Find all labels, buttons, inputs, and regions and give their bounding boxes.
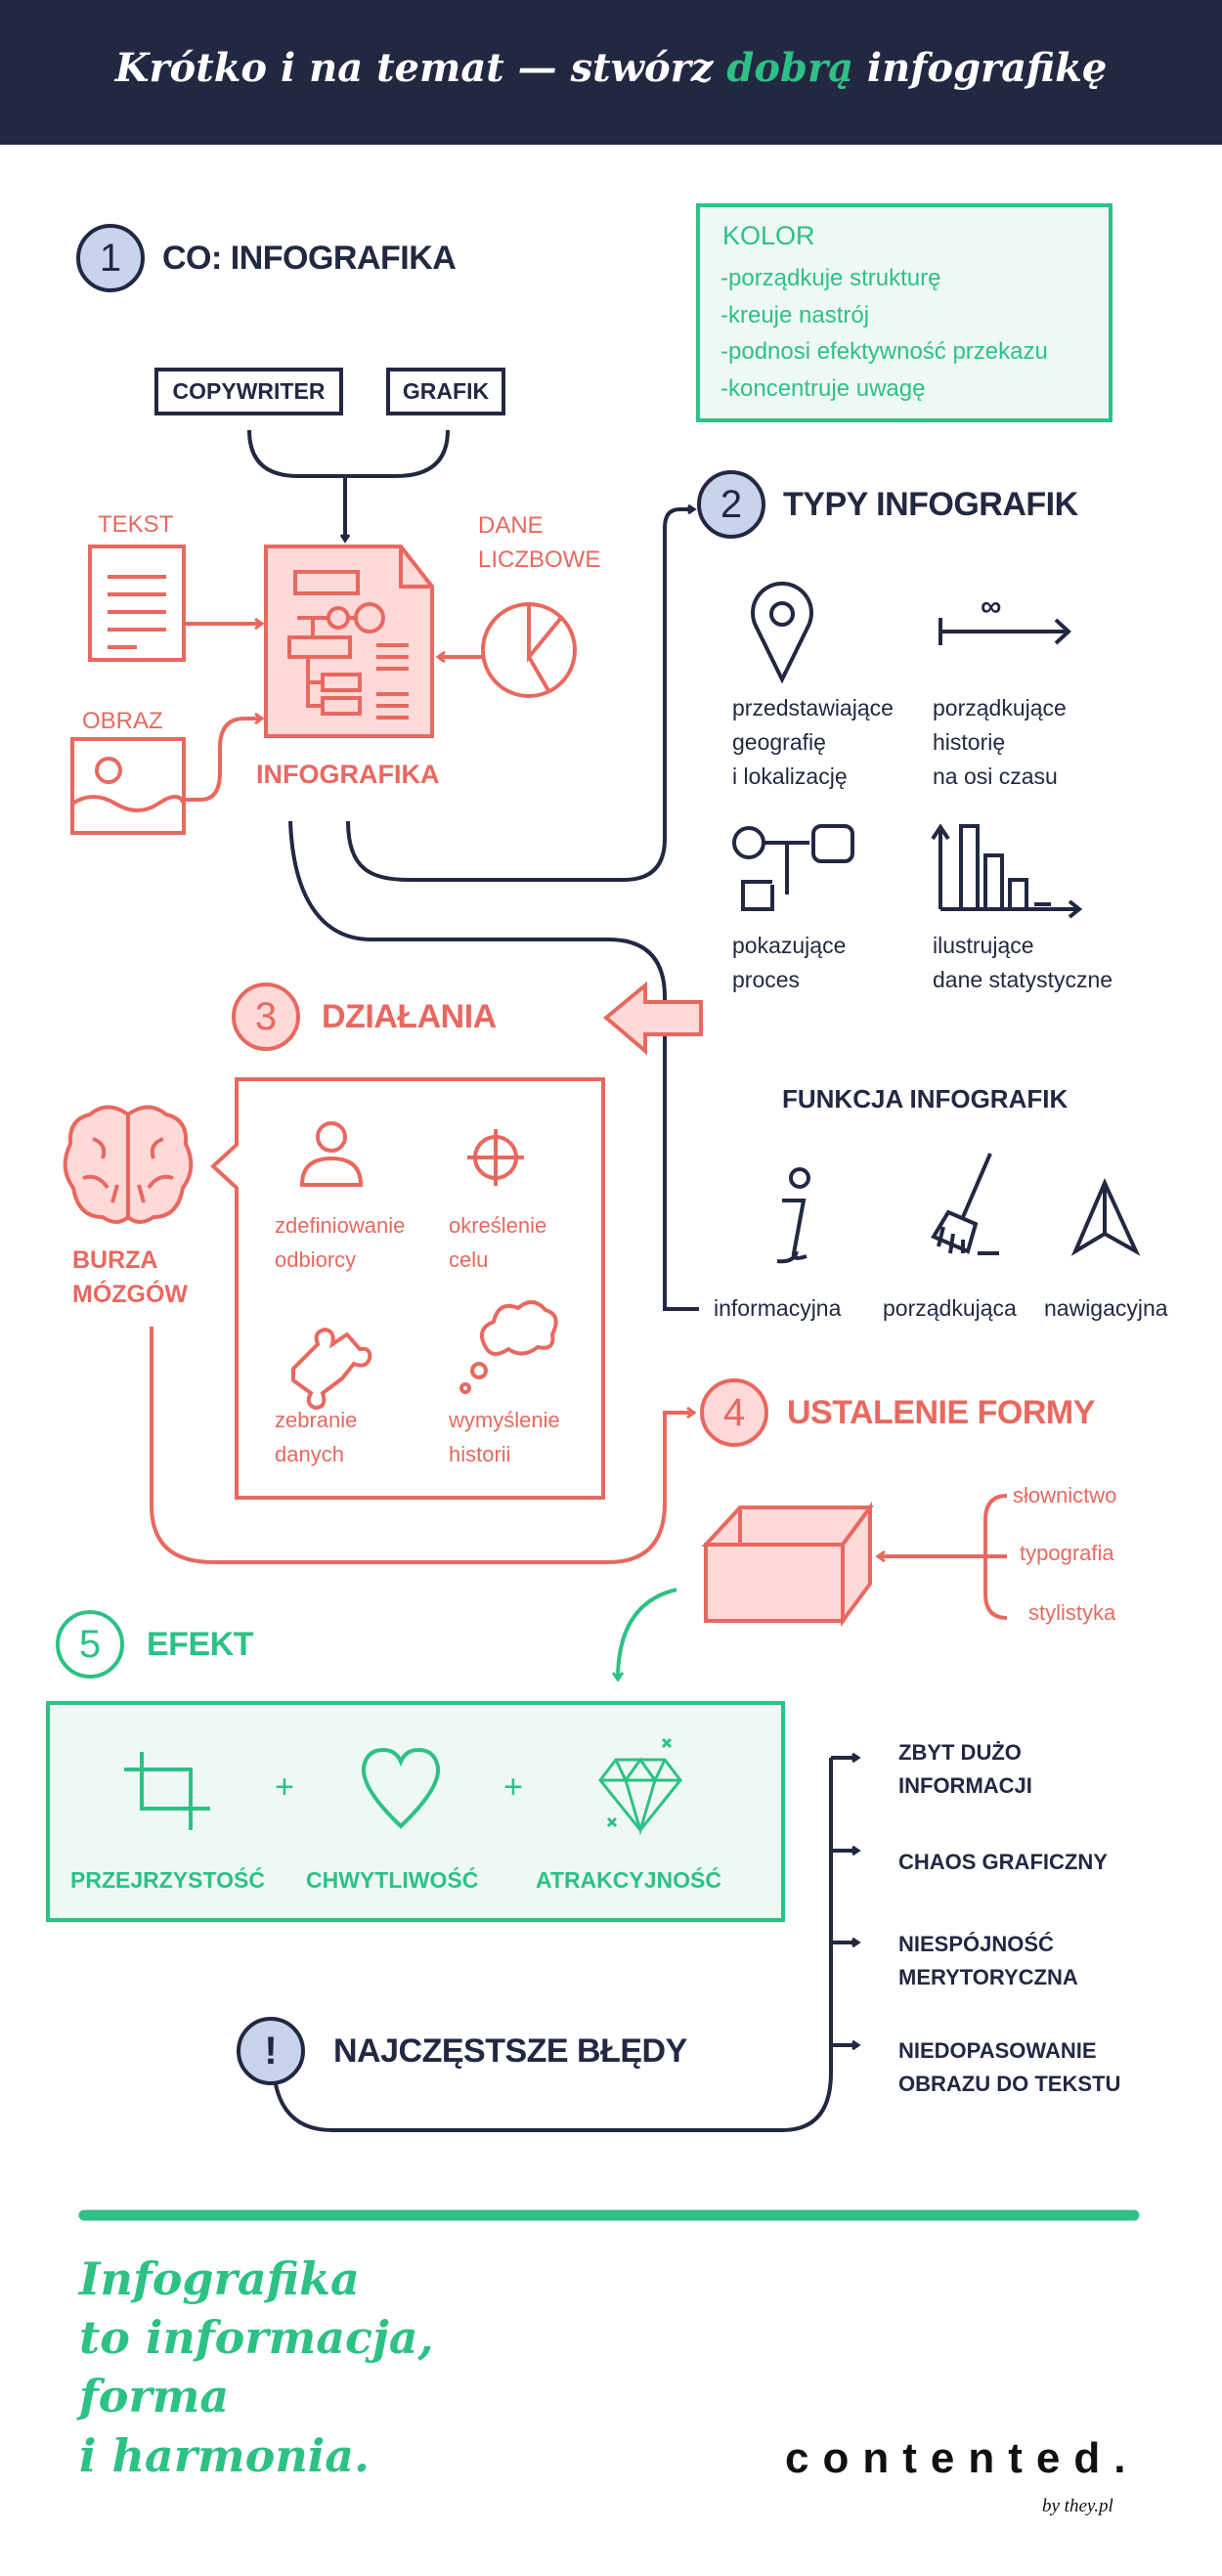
tagline-line: Infografika	[79, 2252, 360, 2305]
text-document-icon	[88, 545, 186, 662]
kolor-box	[696, 203, 1113, 422]
brain-icon	[63, 1105, 194, 1224]
header-bar	[0, 0, 1222, 145]
target-icon	[467, 1129, 524, 1186]
box-icon	[701, 1501, 874, 1628]
title-highlight: dobrą	[726, 45, 853, 91]
function-ordering: porządkująca	[883, 1295, 1017, 1321]
diamond-icon	[598, 1737, 682, 1836]
step-1-number: 1	[99, 237, 122, 280]
section-1-title: CO: INFOGRAFIKA	[162, 240, 457, 277]
step-4-number: 4	[722, 1391, 746, 1434]
action-define-audience: zdefiniowanie odbiorcy	[275, 1213, 406, 1272]
kolor-title: KOLOR	[722, 221, 815, 250]
effect-clarity: PRZEJRZYSTOŚĆ	[70, 1867, 265, 1893]
effect-attractiveness: ATRAKCYJNOŚĆ	[536, 1867, 721, 1893]
type-geography: przedstawiające geografię i lokalizację	[732, 695, 894, 789]
brainstorm-label: BURZA MÓZGÓW	[72, 1246, 189, 1308]
image-arrow	[184, 719, 262, 802]
brand-byline: by they.pl	[1042, 2496, 1113, 2516]
error-image-text-mismatch: NIEDOPASOWANIE OBRAZU DO TEKSTU	[898, 2038, 1121, 2096]
plus-sign: +	[503, 1768, 523, 1806]
obraz-label: OBRAZ	[82, 708, 163, 734]
dane-liczbowe-label: DANE LICZBOWE	[478, 512, 601, 573]
step-3-circle	[232, 982, 300, 1051]
step-1-circle	[76, 224, 145, 292]
puzzle-icon	[291, 1327, 372, 1411]
green-curved-arrow	[618, 1588, 677, 1680]
error-too-much-info: ZBYT DUŻO INFORMACJI	[898, 1740, 1032, 1798]
type-statistics: ilustrujące dane statystyczne	[933, 933, 1113, 992]
roles-bracket	[247, 429, 450, 541]
title-part-1: Krótko i na temat — stwórz	[114, 45, 727, 91]
kolor-item: -kreuje nastrój	[720, 302, 870, 328]
errors-flow-line	[274, 1758, 833, 2132]
page-title: Krótko i na temat — stwórz dobrą infogra…	[0, 49, 1222, 88]
person-icon	[299, 1121, 364, 1187]
timeline-infinity-symbol: ∞	[981, 590, 1002, 623]
copywriter-box: COPYWRITER	[154, 368, 343, 415]
action-create-story: wymyślenie historii	[449, 1408, 560, 1466]
step-4-circle	[700, 1378, 768, 1447]
title-part-2: infografikę	[853, 45, 1108, 91]
process-icon	[732, 824, 854, 911]
plus-sign: +	[275, 1768, 294, 1806]
type-process: pokazujące proces	[732, 933, 847, 992]
function-navigational: nawigacyjna	[1044, 1295, 1168, 1321]
kolor-item: -podnosi efektywność przekazu	[720, 338, 1048, 365]
pie-chart-icon	[481, 602, 577, 698]
heart-icon	[361, 1747, 441, 1829]
section-3-title: DZIAŁANIA	[322, 998, 497, 1035]
image-icon	[70, 737, 186, 835]
tekst-label: TEKST	[98, 511, 174, 538]
tagline-line: to informacja,	[79, 2311, 434, 2364]
action-collect-data: zebranie danych	[275, 1408, 358, 1466]
step-3-number: 3	[254, 995, 278, 1038]
info-icon	[776, 1167, 810, 1264]
action-define-goal: określenie celu	[449, 1213, 547, 1272]
bar-chart-icon	[931, 823, 1083, 919]
section-3-arrow	[602, 981, 703, 1056]
function-informational: informacyjna	[714, 1295, 842, 1321]
form-item-vocabulary: słownictwo	[1013, 1483, 1117, 1507]
form-bracket	[983, 1494, 1008, 1620]
error-graphic-chaos: CHAOS GRAFICZNY	[898, 1850, 1108, 1874]
crop-icon	[124, 1752, 210, 1830]
thought-cloud-icon	[459, 1300, 558, 1394]
step-5-circle	[56, 1610, 124, 1679]
type-timeline: porządkujące historię na osi czasu	[933, 695, 1067, 789]
effect-catchiness: CHWYTLIWOŚĆ	[306, 1867, 479, 1893]
error-inconsistency: NIESPÓJNOŚĆ MERYTORYCZNA	[898, 1932, 1078, 1989]
errors-circle	[237, 2017, 305, 2085]
infografika-label: INFOGRAFIKA	[256, 760, 440, 789]
errors-title: NAJCZĘSTSZE BŁĘDY	[333, 2032, 687, 2070]
grafik-box: GRAFIK	[386, 368, 505, 415]
tagline-line: forma	[79, 2370, 230, 2423]
section-4-title: USTALENIE FORMY	[787, 1394, 1095, 1431]
flow-line-brainstorm	[150, 1327, 694, 1564]
function-title: FUNKCJA INFOGRAFIK	[782, 1084, 1069, 1113]
tagline-line: i harmonia.	[79, 2429, 371, 2482]
flow-line-to-functions	[288, 820, 699, 1311]
flow-line-to-types	[346, 509, 694, 882]
step-5-number: 5	[78, 1623, 102, 1666]
step-2-number: 2	[720, 483, 743, 526]
timeline-icon	[938, 618, 1071, 645]
kolor-item: -porządkuje strukturę	[720, 265, 941, 291]
location-pin-icon	[751, 582, 813, 684]
navigation-arrow-icon	[1070, 1178, 1141, 1256]
error-arrows	[831, 1758, 858, 2045]
step-2-circle	[697, 470, 765, 539]
form-item-typography: typografia	[1020, 1541, 1114, 1565]
broom-icon	[931, 1153, 999, 1255]
infographic-document-icon	[264, 545, 434, 738]
errors-symbol: !	[264, 2030, 278, 2073]
section-5-title: EFEKT	[147, 1626, 253, 1663]
section-2-title: TYPY INFOGRAFIK	[783, 486, 1078, 523]
form-item-style: stylistyka	[1028, 1600, 1116, 1625]
brand-logo: contented.	[785, 2434, 1140, 2482]
kolor-item: -koncentruje uwagę	[720, 375, 926, 402]
